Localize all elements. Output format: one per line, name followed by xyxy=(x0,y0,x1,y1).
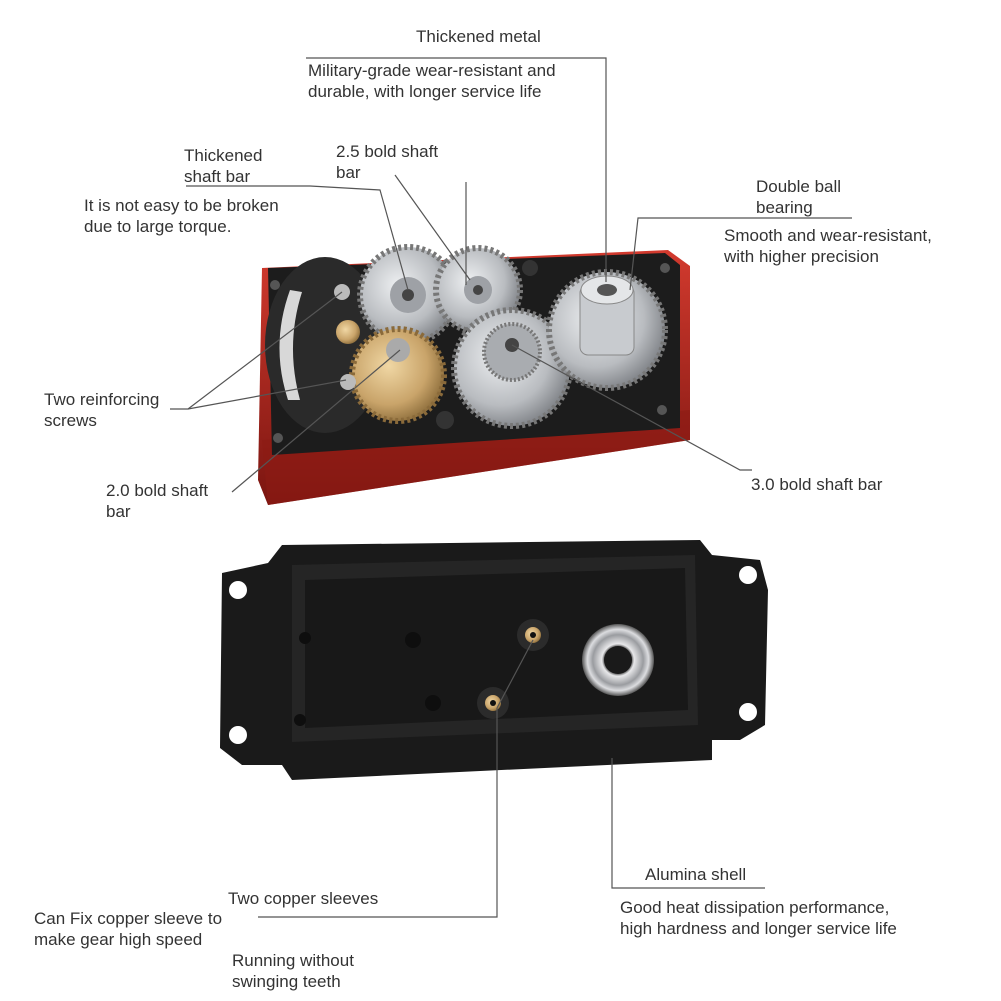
label-two-screws: Two reinforcing screws xyxy=(44,390,160,430)
leader-double-bearing xyxy=(629,217,852,291)
label-copper-desc: Can Fix copper sleeve to make gear high … xyxy=(34,909,223,949)
leader-shaft-30 xyxy=(511,344,752,471)
label-running: Running without swinging teeth xyxy=(232,951,354,991)
gear-large-center xyxy=(451,307,573,429)
label-two-copper-sleeves: Two copper sleeves xyxy=(228,889,379,908)
leader-thickened-metal xyxy=(306,57,607,282)
gear-train xyxy=(334,244,668,429)
leader-copper xyxy=(258,708,498,918)
leader-copper-2 xyxy=(496,639,534,709)
label-double-ball-bearing: Double ball bearing xyxy=(756,177,842,217)
label-alumina-desc: Good heat dissipation performance, high … xyxy=(620,898,897,938)
label-shaft-25: 2.5 bold shaft bar xyxy=(336,142,439,182)
leader-alumina xyxy=(611,758,765,889)
leader-shaft-25-angle xyxy=(394,174,471,281)
leader-screws-1 xyxy=(170,291,343,410)
label-shaft-20: 2.0 bold shaft bar xyxy=(106,481,209,521)
leader-shaft-20 xyxy=(231,349,401,493)
label-bearing-desc: Smooth and wear-resistant, with higher p… xyxy=(724,226,932,266)
label-thickened-metal-desc: Military-grade wear-resistant and durabl… xyxy=(308,61,556,101)
label-alumina-shell: Alumina shell xyxy=(645,865,747,884)
label-thickened-metal: Thickened metal xyxy=(416,27,541,46)
leader-thickened-shaft xyxy=(186,185,409,291)
label-thickened-shaft-bar: Thickened shaft bar xyxy=(184,146,263,186)
label-not-easy-broken: It is not easy to be broken due to large… xyxy=(84,196,279,236)
gear-output xyxy=(546,269,668,391)
servo-case-bottom xyxy=(220,540,768,780)
leader-screws-2 xyxy=(187,379,347,410)
label-shaft-30: 3.0 bold shaft bar xyxy=(751,475,883,494)
